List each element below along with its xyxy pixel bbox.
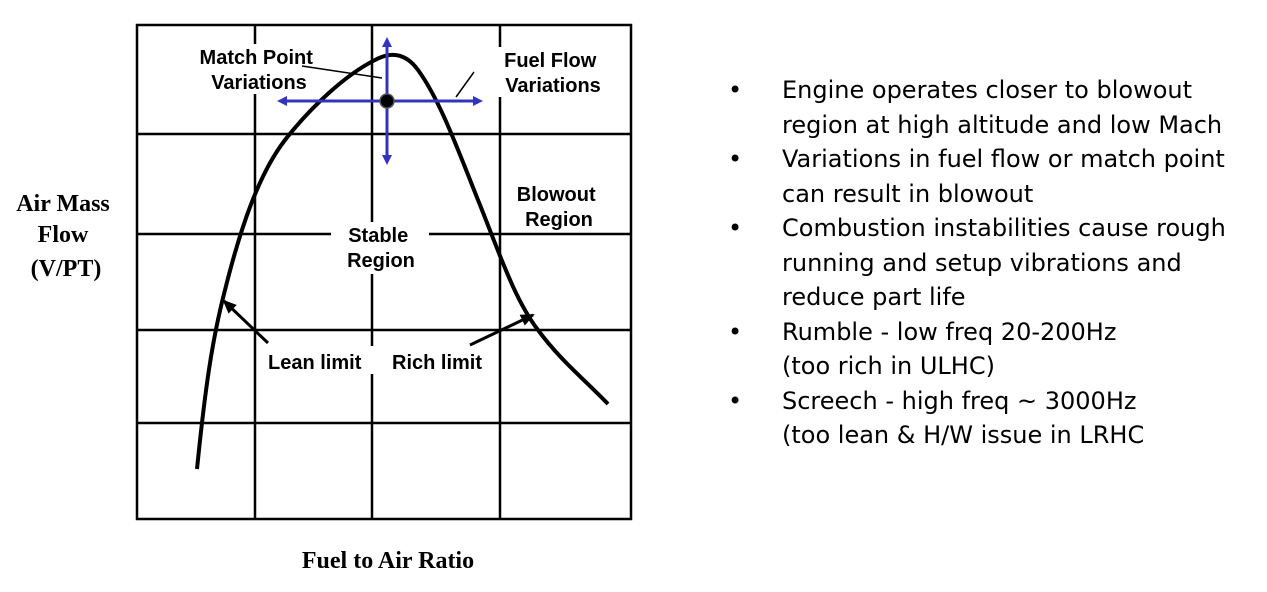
bullet-dot: • (728, 386, 743, 415)
bullet-line: (too rich in ULHC) (782, 352, 995, 380)
bullet-line: (too lean & H/W issue in LRHC (782, 421, 1145, 449)
blowout-label-1: Blowout (517, 184, 596, 206)
bullet-line: Rumble - low freq 20-200Hz (782, 317, 1117, 346)
svg-text:Blowout Region: Blowout Region (517, 184, 601, 231)
bullet-list: • Engine operates closer to blowout regi… (728, 73, 1263, 453)
svg-text:Fuel Flow Variations: Fuel Flow Variations (504, 50, 602, 97)
y-axis-label-1: Air Mass (16, 191, 110, 217)
y-axis-label-3: (V/PT) (31, 256, 102, 282)
svg-text:Match Point Variations: Match Point Variations (200, 47, 319, 94)
x-axis-label: Fuel to Air Ratio (302, 548, 474, 574)
blowout-label-bg (508, 180, 608, 232)
plot-frame (135, 23, 633, 521)
bullet-line: region at high altitude and low Mach (782, 110, 1223, 139)
grid (135, 23, 633, 521)
match-label-bg (192, 44, 326, 94)
y-axis-label-2: Flow (38, 222, 89, 248)
bullet-line: Combustion instabilities cause rough (782, 214, 1226, 242)
stability-curve (195, 52, 610, 470)
rich-limit-label: Rich limit (392, 352, 482, 374)
bullet-item: • Engine operates closer to blowout regi… (728, 73, 1263, 142)
variation-arrows (277, 37, 483, 165)
limit-labels-bg (262, 346, 498, 374)
operating-point (379, 93, 395, 109)
bullet-line: Screech - high freq ~ 3000Hz (782, 386, 1137, 415)
rich-limit-arrow (469, 313, 535, 347)
match-leader (301, 65, 383, 79)
bullet-line: can result in blowout (782, 179, 1034, 208)
lean-limit-label: Lean limit (268, 352, 362, 374)
svg-text:Stable Region: Stable Region (347, 225, 415, 272)
bullet-line: running and setup vibrations and (782, 248, 1182, 277)
stable-label-bg (331, 222, 429, 274)
fuel-flow-label-1: Fuel Flow (504, 50, 597, 72)
lean-limit-arrow (222, 299, 270, 345)
bullet-line: reduce part life (782, 283, 966, 311)
svg-text:Air Mass Flow (V/PT): Air Mass Flow (V/PT) (16, 191, 116, 282)
bullet-item: • Combustion instabilities cause rough r… (728, 211, 1263, 315)
fuelflow-label-bg (496, 47, 610, 97)
stable-label-2: Region (347, 250, 415, 272)
match-point-label-2: Variations (211, 72, 307, 94)
fuel-flow-label-2: Variations (505, 75, 601, 97)
bullet-item: • Rumble - low freq 20-200Hz (too rich i… (728, 315, 1263, 384)
bullet-dot: • (728, 214, 743, 242)
bullet-dot: • (728, 145, 743, 173)
bullet-item: • Variations in fuel flow or match point… (728, 142, 1263, 211)
bullet-line: Variations in fuel flow or match point (782, 145, 1225, 173)
blowout-label-2: Region (525, 209, 593, 231)
fuelflow-leader (455, 71, 475, 98)
bullet-dot: • (728, 76, 743, 104)
match-point-label-1: Match Point (200, 47, 314, 69)
stable-label-1: Stable (348, 225, 408, 247)
bullet-item: • Screech - high freq ~ 3000Hz (too lean… (728, 384, 1263, 453)
bullet-dot: • (728, 317, 743, 346)
bullet-line: Engine operates closer to blowout (782, 76, 1193, 104)
